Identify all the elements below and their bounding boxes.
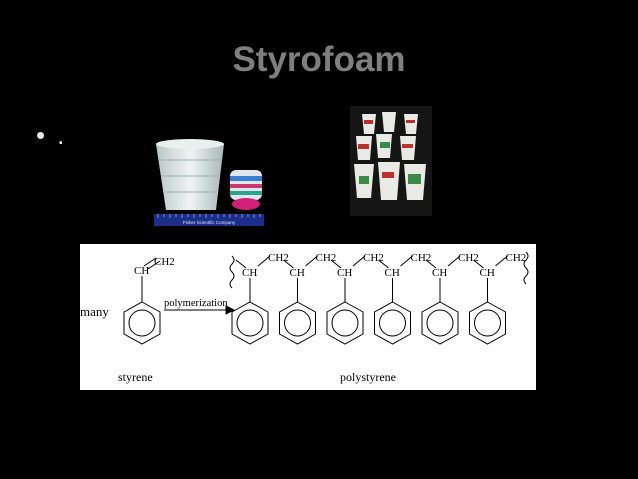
backbone-bond bbox=[330, 259, 342, 269]
polymer-ch2-label: CH2 bbox=[458, 252, 479, 264]
backbone-bond bbox=[305, 255, 318, 267]
benzene-ring-circle bbox=[331, 309, 359, 337]
benzene-ring bbox=[469, 301, 506, 345]
benzene-ring-circle bbox=[426, 309, 454, 337]
polymerization-diagram: many polymerization styrene polystyrene … bbox=[80, 244, 536, 390]
benzene-ring-circle bbox=[474, 309, 501, 337]
benzene-ring bbox=[421, 301, 459, 345]
benzene-ring bbox=[326, 301, 364, 345]
polymerization-label: polymerization bbox=[164, 298, 228, 309]
polymer-ch2-label: CH2 bbox=[506, 252, 527, 264]
benzene-ring-circle bbox=[236, 309, 264, 337]
benzene-ring bbox=[279, 301, 316, 345]
backbone-bond bbox=[473, 259, 484, 269]
benzene-ring bbox=[374, 301, 411, 345]
ruler-text: Fisher Scientific Company bbox=[183, 220, 236, 225]
polymer-ch-label: CH bbox=[242, 267, 257, 279]
styrofoam-cup-photo: Fisher Scientific Company bbox=[142, 126, 278, 232]
polymer-ch2-label: CH2 bbox=[363, 252, 384, 264]
monomer-ch2-label: CH2 bbox=[154, 256, 175, 268]
polymer-ch2-label: CH2 bbox=[268, 252, 289, 264]
printed-cups-photo bbox=[350, 106, 432, 216]
backbone-bond bbox=[425, 259, 437, 269]
many-label: many bbox=[80, 304, 109, 319]
monomer-ch-label: CH bbox=[134, 265, 149, 277]
benzene-ring-circle bbox=[379, 309, 406, 337]
backbone-bond bbox=[447, 255, 461, 267]
bullet-glyph: • bbox=[36, 120, 46, 150]
polymer-ch2-label: CH2 bbox=[411, 252, 432, 264]
polymer-ch2-label: CH2 bbox=[316, 252, 337, 264]
backbone-bond bbox=[283, 259, 294, 269]
slide-title: Styrofoam bbox=[232, 40, 406, 79]
polymer-ch-label: CH bbox=[432, 267, 447, 279]
backbone-bond bbox=[495, 255, 508, 267]
polymer-ch-label: CH bbox=[480, 267, 495, 279]
polymer-ch-label: CH bbox=[337, 267, 352, 279]
backbone-bond bbox=[235, 259, 247, 269]
benzene-ring bbox=[231, 301, 269, 345]
benzene-ring-circle bbox=[284, 309, 311, 337]
bullet-text: . bbox=[57, 120, 65, 150]
backbone-bond bbox=[257, 255, 271, 267]
polymer-ch-label: CH bbox=[290, 267, 305, 279]
bullet-item: •. bbox=[36, 120, 64, 151]
polymer-ch-label: CH bbox=[385, 267, 400, 279]
styrene-label: styrene bbox=[118, 370, 153, 384]
polystyrene-label: polystyrene bbox=[340, 370, 396, 384]
backbone-bond bbox=[400, 255, 413, 267]
backbone-bond bbox=[352, 255, 366, 267]
backbone-bond bbox=[378, 259, 389, 269]
